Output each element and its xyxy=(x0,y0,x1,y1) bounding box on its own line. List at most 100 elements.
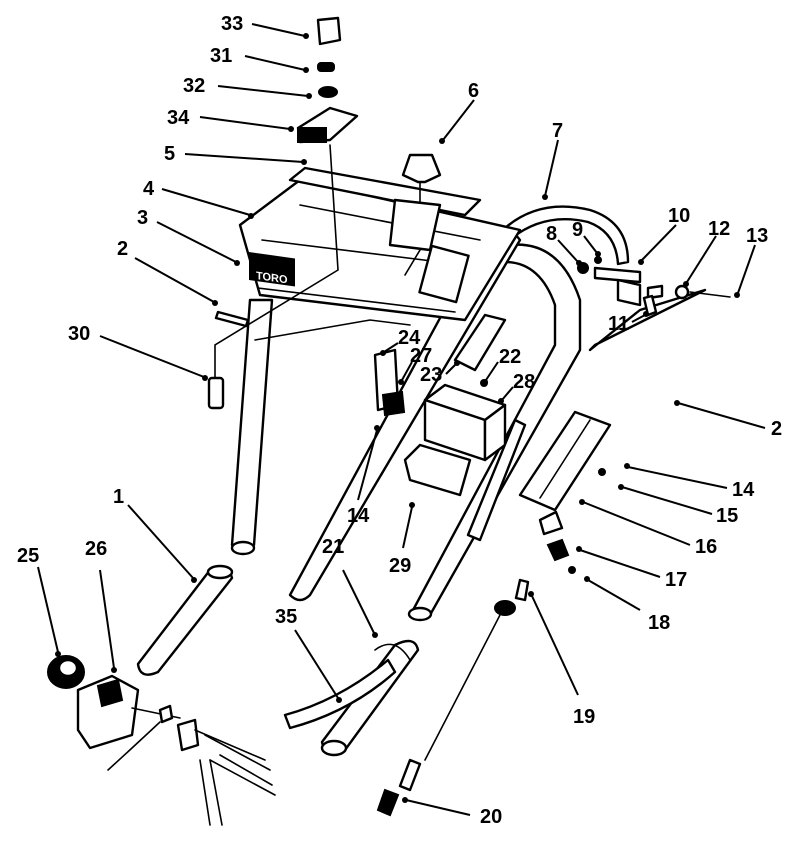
control-cover xyxy=(403,383,507,497)
callout-14-left: 14 xyxy=(347,505,370,527)
callout-8: 8 xyxy=(546,223,557,245)
leader-35 xyxy=(294,629,342,703)
upper-handle-rod xyxy=(503,205,630,266)
callout-4: 4 xyxy=(143,178,155,200)
callout-31: 31 xyxy=(210,45,232,67)
pivot-bracket-assembly xyxy=(577,256,731,317)
leader-14a xyxy=(357,425,380,501)
carriage-bolt-left xyxy=(214,310,250,328)
callout-29: 29 xyxy=(389,555,411,577)
callout-12: 12 xyxy=(708,218,730,240)
callout-18: 18 xyxy=(648,612,670,634)
cable-spacer xyxy=(546,538,576,574)
callout-13: 13 xyxy=(746,225,768,247)
callout-leaders xyxy=(37,23,766,816)
angle-bracket xyxy=(518,410,612,536)
leader-1 xyxy=(127,504,197,583)
callout-28: 28 xyxy=(513,371,535,393)
leader-26 xyxy=(99,569,117,673)
leader-23 xyxy=(445,360,460,375)
leader-15 xyxy=(618,484,713,515)
leader-2a xyxy=(134,257,218,306)
callout-14-right: 14 xyxy=(732,479,755,501)
leader-3 xyxy=(156,221,240,266)
leader-2b xyxy=(674,400,766,429)
callout-9: 9 xyxy=(572,219,583,241)
leader-25 xyxy=(37,566,61,657)
callout-17: 17 xyxy=(665,569,687,591)
callout-16: 16 xyxy=(695,536,717,558)
leader-24 xyxy=(380,342,399,356)
callout-23: 23 xyxy=(420,364,442,386)
leader-16 xyxy=(579,499,691,546)
callout-10: 10 xyxy=(668,205,690,227)
callout-27: 27 xyxy=(410,345,432,367)
leader-33 xyxy=(251,23,309,39)
chute-deflector-tube xyxy=(283,639,420,757)
chute-rod xyxy=(207,144,339,410)
callout-33: 33 xyxy=(221,13,243,35)
callout-labels: 33 31 32 34 6 5 7 4 3 10 8 9 12 13 2 11 … xyxy=(17,13,782,828)
callout-19: 19 xyxy=(573,706,595,728)
callout-26: 26 xyxy=(85,538,107,560)
leader-6 xyxy=(439,99,475,144)
callout-15: 15 xyxy=(716,505,738,527)
leader-8 xyxy=(557,239,582,266)
callout-2-left: 2 xyxy=(117,238,128,260)
leader-20 xyxy=(402,797,471,816)
leader-27 xyxy=(398,361,413,385)
leader-31 xyxy=(244,55,309,73)
callout-25: 25 xyxy=(17,545,39,567)
callout-20: 20 xyxy=(480,806,502,828)
callout-7: 7 xyxy=(552,120,563,142)
leader-13 xyxy=(734,244,756,298)
callout-24: 24 xyxy=(398,327,421,349)
leader-17 xyxy=(576,546,661,578)
handle-tube-lower xyxy=(136,564,234,676)
leader-5 xyxy=(184,153,307,165)
control-cable xyxy=(376,578,530,817)
leader-28 xyxy=(498,386,514,404)
callout-1: 1 xyxy=(113,486,124,508)
chute-knob xyxy=(296,16,359,144)
leader-7 xyxy=(542,139,559,200)
leader-30 xyxy=(99,335,208,381)
switch-box xyxy=(76,674,181,771)
callout-22: 22 xyxy=(499,346,521,368)
callout-34: 34 xyxy=(167,107,190,129)
callout-30: 30 xyxy=(68,323,90,345)
leader-12 xyxy=(683,235,717,287)
lower-brace xyxy=(254,288,707,352)
leader-14b xyxy=(624,463,728,489)
leader-18 xyxy=(584,576,641,611)
callout-21: 21 xyxy=(322,536,344,558)
leader-19 xyxy=(528,591,579,696)
brand-logo-plate: TORO xyxy=(249,251,295,287)
lever-arm xyxy=(466,418,527,542)
callout-3: 3 xyxy=(137,207,148,229)
callout-35: 35 xyxy=(275,606,297,628)
leader-32 xyxy=(217,85,312,99)
callout-11: 11 xyxy=(608,313,629,335)
shift-lever xyxy=(388,153,470,304)
leader-34 xyxy=(199,116,294,132)
callout-6: 6 xyxy=(468,80,479,102)
callout-32: 32 xyxy=(183,75,205,97)
wire-harness xyxy=(176,718,276,826)
callout-5: 5 xyxy=(164,143,175,165)
leader-29 xyxy=(402,502,415,549)
handle-tube-right xyxy=(407,243,582,622)
leader-9 xyxy=(583,235,601,257)
leader-10 xyxy=(638,224,677,265)
leader-21 xyxy=(342,569,378,638)
interior-bracket xyxy=(373,313,507,417)
handle-tube-left xyxy=(230,298,274,556)
logo-text: TORO xyxy=(256,270,288,286)
leader-11 xyxy=(631,311,649,323)
callout-2-right: 2 xyxy=(771,418,782,440)
handle-knob xyxy=(47,655,85,689)
leader-4 xyxy=(161,188,254,219)
leader-22 xyxy=(482,361,499,385)
